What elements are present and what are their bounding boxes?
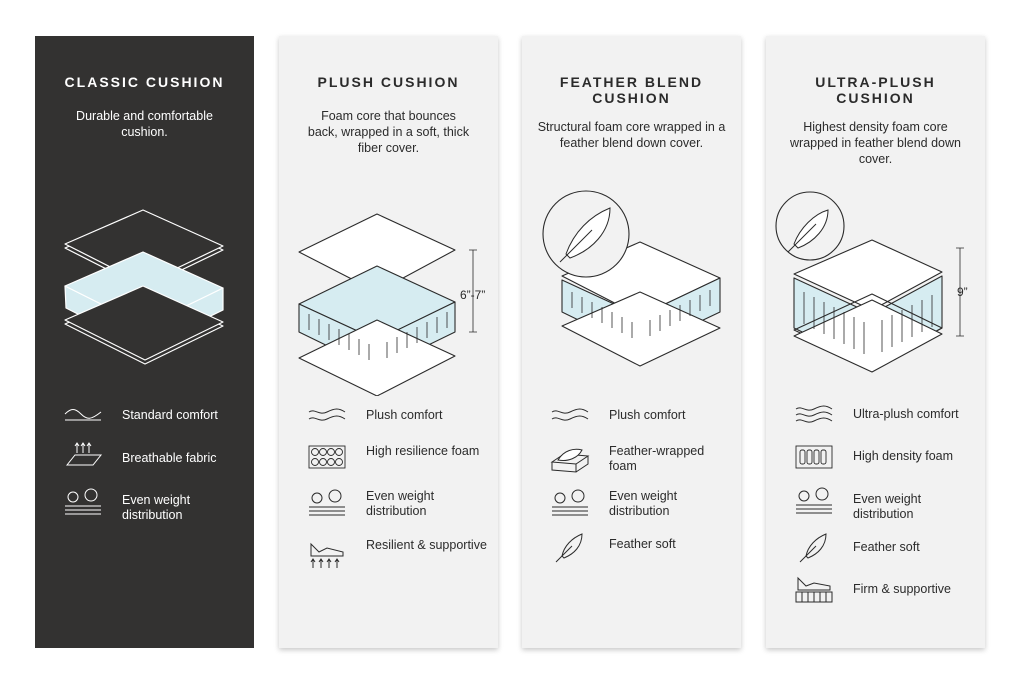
feature-label: Plush comfort [366,408,443,422]
card-description: Foam core that bounces back, wrapped in … [307,109,470,155]
feature-label: Breathable fabric [122,451,217,465]
feather-wrapped-foam-icon [550,448,590,473]
feature-label: Even weight distribution [122,493,191,522]
feature-label: Even weight distribution [366,489,435,518]
feather-icon [555,533,583,563]
feature-label: Feather soft [853,540,920,554]
card-plush-cushion: PLUSH CUSHION Foam core that bounces bac… [279,36,498,648]
feature-label: Feather-wrapped foam [609,444,705,473]
feature-label: High density foam [853,449,954,463]
feature-label: Resilient & supportive [366,538,487,552]
dimension-label: 6”-7” [460,288,485,302]
feather-icon [799,533,827,563]
cushion-layers-illustration: 6”-7” [298,213,485,396]
feature-item: Even weight distribution [522,489,741,529]
feature-item: High resilience foam [279,444,498,484]
card-description: Structural foam core wrapped in a feathe… [537,120,726,150]
feather-icon [559,207,611,263]
cushion-layers-illustration: 9” [775,191,968,373]
wave-icon [308,408,346,421]
card-feather-blend-cushion: FEATHER BLEND CUSHION Structural foam co… [522,36,741,648]
feature-label: Even weight distribution [609,489,678,518]
wave-icon [551,408,589,421]
weight-distribution-icon [552,489,588,516]
dense-foam-icon [795,445,833,469]
feature-item: Feather soft [522,532,741,572]
firm-support-icon [795,576,833,603]
feature-item: Firm & supportive [766,574,985,614]
resilient-support-icon [310,542,344,568]
feature-label: Standard comfort [122,408,218,422]
feature-item: Feather soft [766,532,985,572]
feature-item: Even weight distribution [279,489,498,529]
feature-item: Resilient & supportive [279,538,498,578]
feature-item: Standard comfort [35,404,254,444]
feature-item: Even weight distribution [35,488,254,528]
card-title: PLUSH CUSHION [317,74,460,90]
weight-distribution-icon [65,488,101,515]
breathable-fabric-icon [65,442,103,466]
feature-label: High resilience foam [366,444,480,458]
feature-item: Feather-wrapped foam [522,444,741,484]
card-title: FEATHER BLEND CUSHION [559,74,704,106]
feature-item: Plush comfort [522,404,741,444]
feature-label: Feather soft [609,537,676,551]
wave-icon [64,409,102,421]
weight-distribution-icon [796,487,832,514]
feature-item: Even weight distribution [766,487,985,527]
card-classic-cushion: CLASSIC CUSHION Durable and comfortable … [35,36,254,648]
foam-cells-icon [308,445,346,469]
feature-item: Breathable fabric [35,441,254,481]
card-title: CLASSIC CUSHION [64,74,225,90]
feather-icon [787,209,829,253]
feature-label: Even weight distribution [853,492,922,521]
weight-distribution-icon [309,489,345,516]
card-title: ULTRA-PLUSH CUSHION [815,74,936,106]
card-ultra-plush-cushion: ULTRA-PLUSH CUSHION Highest density foam… [766,36,985,648]
feature-label: Plush comfort [609,408,686,422]
card-description: Durable and comfortable cushion. [76,109,213,139]
feature-item: High density foam [766,444,985,484]
cushion-layers-illustration [64,209,224,365]
dimension-label: 9” [957,285,968,299]
feature-item: Ultra-plush comfort [766,404,985,444]
feature-item: Plush comfort [279,404,498,444]
card-description: Highest density foam core wrapped in fea… [790,120,961,166]
feature-label: Firm & supportive [853,582,951,596]
cushion-layers-illustration [542,190,721,367]
wave-icon [795,405,833,423]
feature-label: Ultra-plush comfort [853,407,959,421]
